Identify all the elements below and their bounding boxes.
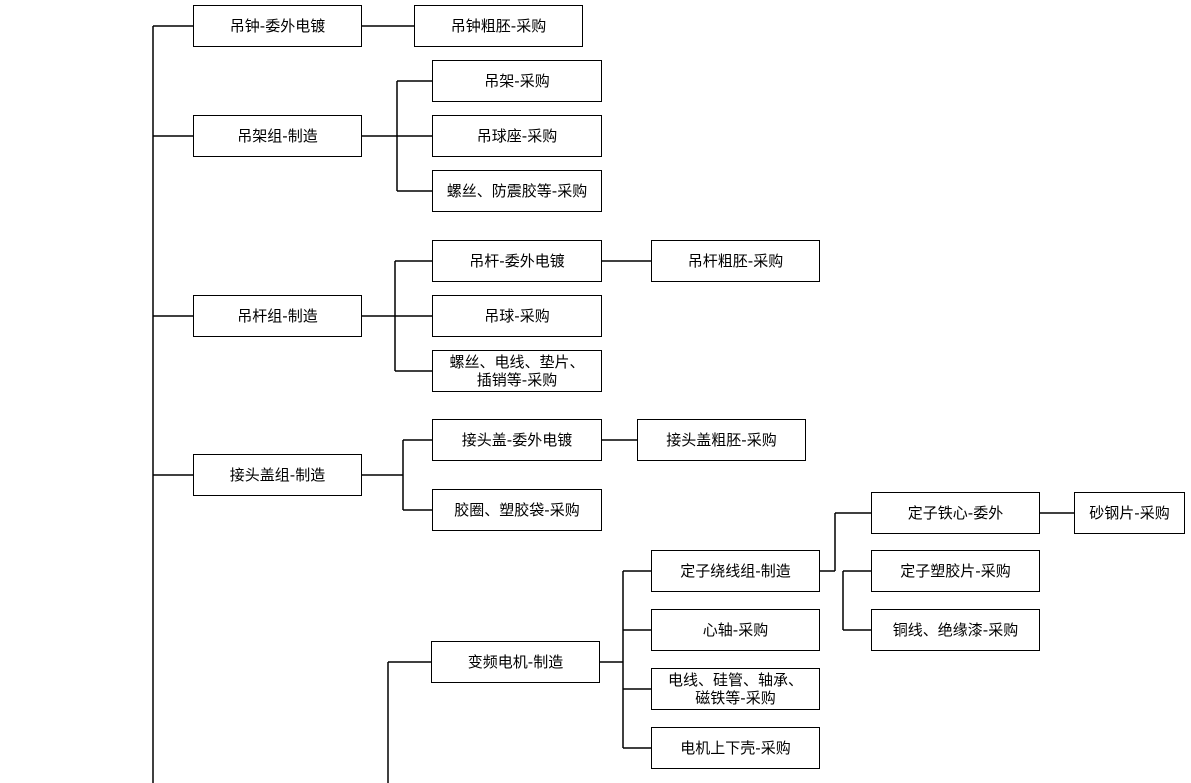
node-hanger-assembly: 吊架组-制造 <box>193 115 362 157</box>
node-silicon-steel: 砂钢片-采购 <box>1074 492 1185 534</box>
node-screws-wires-pins: 螺丝、电线、垫片、 插销等-采购 <box>432 350 602 392</box>
node-joint-cover-blank: 接头盖粗胚-采购 <box>637 419 806 461</box>
node-wires-bearings-magnets: 电线、硅管、轴承、 磁铁等-采购 <box>651 668 820 710</box>
node-shaft: 心轴-采购 <box>651 609 820 651</box>
node-stator-plastic: 定子塑胶片-采购 <box>871 550 1040 592</box>
node-rod-blank: 吊杆粗胚-采购 <box>651 240 820 282</box>
node-joint-cover-assembly: 接头盖组-制造 <box>193 454 362 496</box>
node-rubber-ring-plastic-bag: 胶圈、塑胶袋-采购 <box>432 489 602 531</box>
node-stator-core: 定子铁心-委外 <box>871 492 1040 534</box>
node-hanging-bell-blank: 吊钟粗胚-采购 <box>414 5 583 47</box>
node-ball: 吊球-采购 <box>432 295 602 337</box>
node-ball-seat: 吊球座-采购 <box>432 115 602 157</box>
node-hanging-bell-plating: 吊钟-委外电镀 <box>193 5 362 47</box>
node-vfd-motor: 变频电机-制造 <box>431 641 600 683</box>
node-hanger: 吊架-采购 <box>432 60 602 102</box>
node-screws-shock-rubber: 螺丝、防震胶等-采购 <box>432 170 602 212</box>
node-rod-assembly: 吊杆组-制造 <box>193 295 362 337</box>
node-stator-winding: 定子绕线组-制造 <box>651 550 820 592</box>
node-motor-housing: 电机上下壳-采购 <box>651 727 820 769</box>
node-copper-wire-varnish: 铜线、绝缘漆-采购 <box>871 609 1040 651</box>
node-rod-plating: 吊杆-委外电镀 <box>432 240 602 282</box>
node-joint-cover-plating: 接头盖-委外电镀 <box>432 419 602 461</box>
